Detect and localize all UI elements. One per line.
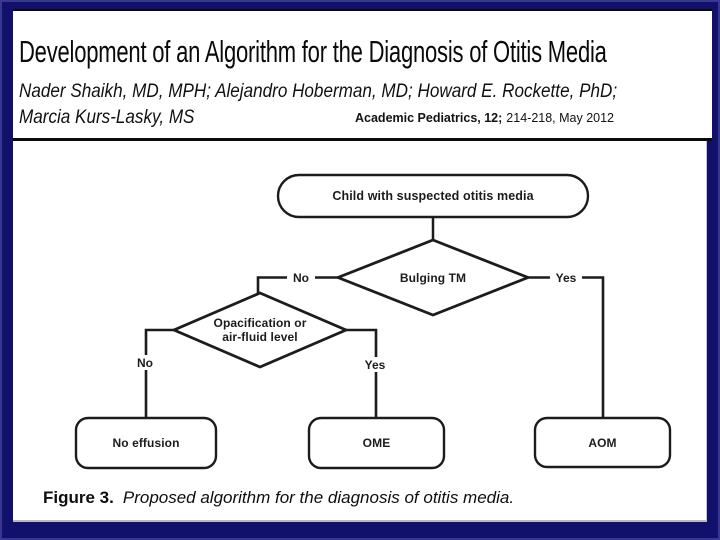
figure-caption-label: Figure 3. bbox=[43, 488, 114, 507]
no-effusion-node-label: No effusion bbox=[112, 436, 180, 450]
ome-node-label: OME bbox=[362, 436, 391, 450]
ome-node-shape bbox=[307, 416, 446, 470]
start-node-label: Child with suspected otitis media bbox=[332, 189, 534, 203]
paper-title: Development of an Algorithm for the Diag… bbox=[19, 34, 607, 69]
decision2-no-label: No bbox=[131, 355, 159, 370]
authors-line-1: Nader Shaikh, MD, MPH; Alejandro Hoberma… bbox=[19, 81, 618, 102]
paper-header: Development of an Algorithm for the Diag… bbox=[13, 9, 712, 141]
decision1-label: Bulging TM bbox=[399, 270, 467, 285]
edge-decision2-no bbox=[144, 328, 174, 418]
decision1-shape bbox=[334, 238, 532, 317]
citation-pages: 214-218, May 2012 bbox=[506, 111, 615, 125]
decision2-shape bbox=[170, 291, 350, 369]
figure-caption: Figure 3. Proposed algorithm for the diag… bbox=[43, 488, 514, 508]
flowchart-lines bbox=[74, 173, 672, 470]
no-effusion-node-shape bbox=[74, 416, 218, 470]
citation-journal: Academic Pediatrics, 12; bbox=[355, 111, 503, 125]
figure-caption-text: Proposed algorithm for the diagnosis of … bbox=[122, 488, 515, 507]
edge-decision2-yes bbox=[346, 328, 378, 418]
authors-line-2: Marcia Kurs-Lasky, MS bbox=[19, 107, 195, 128]
decision2-label: Opacification or air-fluid level bbox=[213, 315, 307, 345]
decision1-yes-label: Yes bbox=[550, 270, 582, 285]
edge-decision1-yes bbox=[528, 276, 605, 418]
decision2-yes-label: Yes bbox=[359, 357, 391, 372]
figure-panel: Child with suspected otitis media Bulgin… bbox=[13, 141, 707, 522]
aom-node-shape bbox=[533, 416, 672, 469]
aom-node-label: AOM bbox=[588, 435, 617, 450]
decision1-no-label: No bbox=[287, 270, 315, 285]
citation: Academic Pediatrics, 12;214-218, May 201… bbox=[355, 111, 614, 125]
